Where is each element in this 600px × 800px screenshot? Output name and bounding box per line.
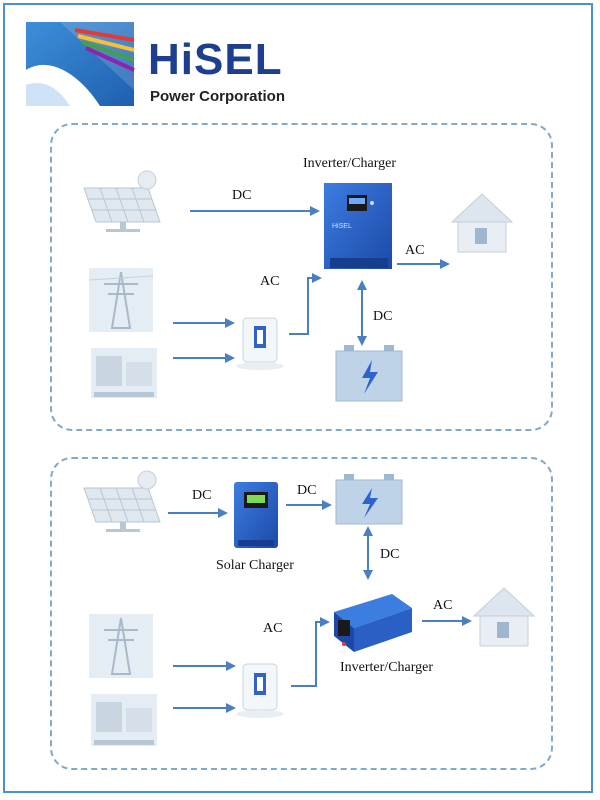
dc-label: DC (232, 188, 252, 203)
power-grid-pylon-icon (88, 268, 154, 332)
house-icon (472, 587, 536, 647)
svg-text:HiSEL: HiSEL (332, 223, 352, 230)
inverter-charger-icon[interactable]: HiSEL (324, 183, 392, 269)
dc-label: DC (373, 309, 393, 324)
arrow-switch-to-inverter (289, 273, 322, 335)
ac-label: AC (433, 598, 453, 613)
solar-charger-icon[interactable] (234, 482, 278, 548)
inverter-charger-icon[interactable] (334, 594, 412, 652)
solar-panel-icon (83, 470, 161, 532)
system-diagram-bottom (50, 457, 553, 770)
battery-icon (335, 474, 403, 525)
inverter-charger-label: Inverter/Charger (340, 660, 434, 675)
battery-icon (335, 345, 403, 402)
dc-label: DC (380, 547, 400, 562)
dc-label: DC (297, 483, 317, 498)
ac-label: AC (405, 243, 425, 258)
logo-emblem (26, 22, 135, 106)
system-diagram-top (50, 123, 553, 431)
ac-switch-icon (236, 317, 284, 370)
generator-icon (91, 694, 157, 746)
generator-icon (91, 348, 157, 398)
inverter-charger-label: Inverter/Charger (303, 156, 397, 171)
ac-label: AC (260, 274, 280, 289)
house-icon (450, 193, 514, 253)
power-grid-pylon-icon (89, 614, 153, 678)
brand-subtitle: Power Corporation (150, 88, 286, 105)
solar-panel-icon (83, 170, 161, 232)
arrow-switch-to-inverter (291, 617, 330, 687)
ac-switch-icon (236, 663, 284, 718)
dc-label: DC (192, 488, 212, 503)
solar-charger-label: Solar Charger (216, 558, 294, 573)
page-frame (3, 3, 593, 793)
brand-name: HiSEL (148, 35, 283, 84)
ac-label: AC (263, 621, 283, 636)
